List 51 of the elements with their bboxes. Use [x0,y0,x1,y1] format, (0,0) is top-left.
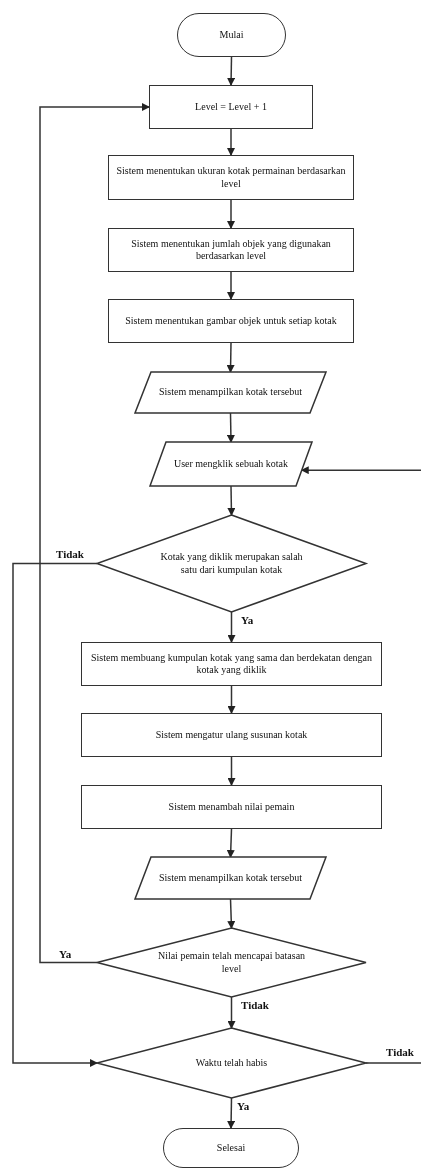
arrow [227,685,236,714]
edge-label: Tidak [385,1047,415,1058]
process-box [108,155,354,200]
io-parallelogram [135,857,326,899]
arrow [227,56,236,86]
edge-label: Tidak [240,1000,270,1011]
step-text: Mulai [219,28,244,42]
arrow [300,466,422,475]
arrow [226,342,235,373]
process-box [149,85,313,129]
step-text: Nilai pemain telah mencapai batasan level [157,950,306,975]
edge-label: Ya [240,615,255,626]
arrow [226,828,235,858]
process-box [108,228,354,272]
step-text: Waktu telah habis [195,1056,268,1070]
step-text: Sistem menentukan ukuran kotak permainan berdasarkan level [115,165,347,190]
process-box [81,785,382,829]
arrow [227,485,236,516]
process-box [81,642,382,686]
process-box [108,299,354,343]
arrow [39,103,150,964]
step-text: Sistem membuang kumpulan kotak yang sama dan berdekatan dengan kotak yang diklik [89,651,373,677]
step-text: Sistem menambah nilai pemain [168,800,295,814]
decision-diamond [97,1028,366,1098]
decision-diamond [97,928,366,997]
step-text: Selesai [216,1141,246,1155]
step-text: Kotak yang diklik merupakan salah satu dari kumpulan kotak [159,551,304,576]
io-parallelogram [150,442,312,486]
step-text: Sistem menentukan gambar objek untuk setiap kotak [125,314,337,328]
arrow [227,756,236,786]
arrow [12,562,98,1067]
step-text: User mengklik sebuah kotak [173,457,289,471]
step-text: Level = Level + 1 [195,100,267,114]
arrow [227,611,236,643]
edge-label: Ya [236,1101,251,1112]
arrow [227,128,235,156]
arrow [226,412,235,443]
step-text: Sistem menentukan jumlah objek yang digunakan berdasarkan level [130,237,332,263]
arrow [227,996,236,1029]
process-box [81,713,382,757]
edge-label: Ya [58,949,73,960]
arrow [227,898,236,929]
decision-diamond [97,515,366,612]
step-text: Sistem menampilkan kotak tersebut [159,871,302,885]
edge-label: Tidak [55,549,85,560]
arrow [227,1097,236,1129]
step-text: Sistem mengatur ulang susunan kotak [155,728,308,742]
arrow [227,199,235,229]
arrow [227,271,235,300]
io-parallelogram [135,372,326,413]
step-text: Sistem menampilkan kotak tersebut [159,386,302,399]
